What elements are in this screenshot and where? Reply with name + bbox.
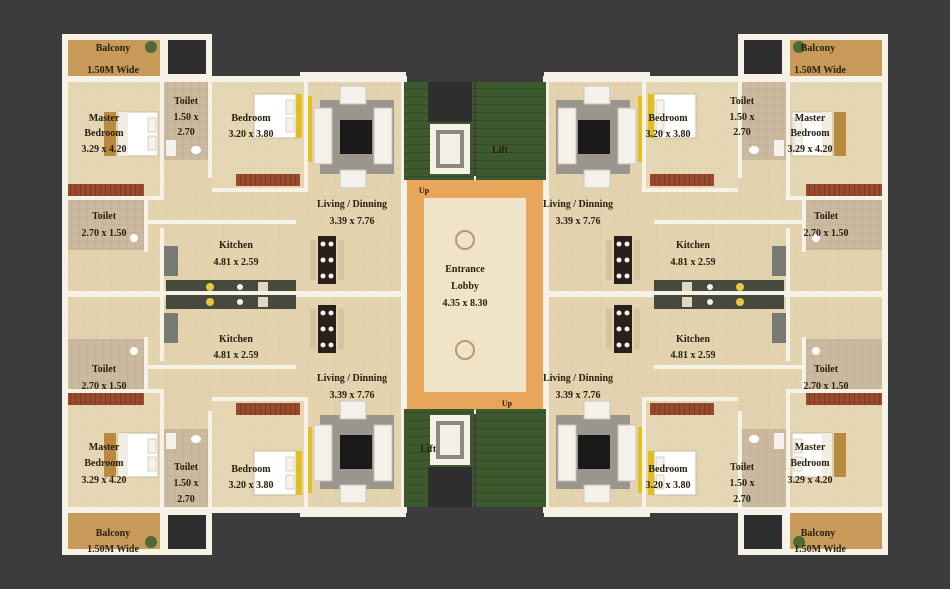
toilet-small-tl-dim-2: 2.70 — [177, 127, 195, 138]
kitchen-tl-dim: 4.81 x 2.59 — [214, 257, 259, 268]
toilet-big-bl-label: Toilet — [92, 364, 117, 375]
master-br-label-2: Bedroom — [790, 458, 830, 469]
balcony-tr-label: Balcony — [801, 43, 835, 54]
balcony-br-dim: 1.50M Wide — [794, 544, 846, 555]
master-tl-label: Master — [89, 113, 120, 124]
master-tr-dim: 3.29 x 4.20 — [788, 144, 833, 155]
toilet-big-bl-dim: 2.70 x 1.50 — [82, 381, 127, 392]
balcony-bl-label: Balcony — [96, 528, 130, 539]
living-br-label: Living / Dinning — [543, 373, 613, 384]
toilet-big-tl-label: Toilet — [92, 211, 117, 222]
toilet-small-bl-label: Toilet — [174, 462, 199, 473]
toilet-big-br-label: Toilet — [814, 364, 839, 375]
kitchen-tl-label: Kitchen — [219, 240, 253, 251]
toilet-big-tr-dim: 2.70 x 1.50 — [804, 228, 849, 239]
toilet-small-bl-dim-2: 2.70 — [177, 494, 195, 505]
toilet-small-tl-dim: 1.50 x — [174, 112, 199, 123]
kitchen-br-label: Kitchen — [676, 334, 710, 345]
balcony-br-label: Balcony — [801, 528, 835, 539]
kitchen-br-dim: 4.81 x 2.59 — [671, 350, 716, 361]
balcony-tl-dim: 1.50M Wide — [87, 65, 139, 76]
kitchen-tr-label: Kitchen — [676, 240, 710, 251]
master-br-dim: 3.29 x 4.20 — [788, 475, 833, 486]
toilet-small-tr-dim: 1.50 x — [730, 112, 755, 123]
toilet-small-tr-dim-2: 2.70 — [733, 127, 751, 138]
master-br-label: Master — [795, 442, 826, 453]
toilet-small-br-dim: 1.50 x — [730, 478, 755, 489]
living-bl-dim: 3.39 x 7.76 — [330, 390, 375, 401]
lift-top-label: Lift — [492, 145, 509, 156]
living-tl-dim: 3.39 x 7.76 — [330, 216, 375, 227]
living-tr-dim: 3.39 x 7.76 — [556, 216, 601, 227]
bedroom-bl-dim: 3.20 x 3.80 — [229, 480, 274, 491]
bedroom-bl-label: Bedroom — [231, 464, 271, 475]
bedroom-br-dim: 3.20 x 3.80 — [646, 480, 691, 491]
master-bl-label: Master — [89, 442, 120, 453]
lobby-label-2: Lobby — [451, 281, 479, 292]
bedroom-tr-label: Bedroom — [648, 113, 688, 124]
master-tr-label: Master — [795, 113, 826, 124]
entrance-lobby — [402, 176, 548, 414]
lift-bottom-label: Lift — [420, 444, 437, 455]
living-bl-label: Living / Dinning — [317, 373, 387, 384]
toilet-big-br-dim: 2.70 x 1.50 — [804, 381, 849, 392]
toilet-big-tr-label: Toilet — [814, 211, 839, 222]
toilet-small-br-label: Toilet — [730, 462, 755, 473]
balcony-tl-label: Balcony — [96, 43, 130, 54]
balcony-bl-dim: 1.50M Wide — [87, 544, 139, 555]
living-tr-label: Living / Dinning — [543, 199, 613, 210]
master-bl-label-2: Bedroom — [84, 458, 124, 469]
bedroom-tl-dim: 3.20 x 3.80 — [229, 129, 274, 140]
lobby-dim: 4.35 x 8.30 — [443, 298, 488, 309]
lobby-label: Entrance — [445, 264, 485, 275]
toilet-small-tl-label: Toilet — [174, 96, 199, 107]
living-tl-label: Living / Dinning — [317, 199, 387, 210]
master-tr-label-2: Bedroom — [790, 128, 830, 139]
bedroom-br-label: Bedroom — [648, 464, 688, 475]
toilet-small-bl-dim: 1.50 x — [174, 478, 199, 489]
stair-top-label: Up — [419, 186, 430, 195]
toilet-big-tl-dim: 2.70 x 1.50 — [82, 228, 127, 239]
kitchen-bl-dim: 4.81 x 2.59 — [214, 350, 259, 361]
master-bl-dim: 3.29 x 4.20 — [82, 475, 127, 486]
master-tl-dim: 3.29 x 4.20 — [82, 144, 127, 155]
toilet-small-br-dim-2: 2.70 — [733, 494, 751, 505]
master-tl-label-2: Bedroom — [84, 128, 124, 139]
bedroom-tl-label: Bedroom — [231, 113, 271, 124]
balcony-tr-dim: 1.50M Wide — [794, 65, 846, 76]
stair-bottom-label: Up — [502, 399, 513, 408]
kitchen-bl-label: Kitchen — [219, 334, 253, 345]
toilet-small-tr-label: Toilet — [730, 96, 755, 107]
kitchen-tr-dim: 4.81 x 2.59 — [671, 257, 716, 268]
living-br-dim: 3.39 x 7.76 — [556, 390, 601, 401]
bedroom-tr-dim: 3.20 x 3.80 — [646, 129, 691, 140]
